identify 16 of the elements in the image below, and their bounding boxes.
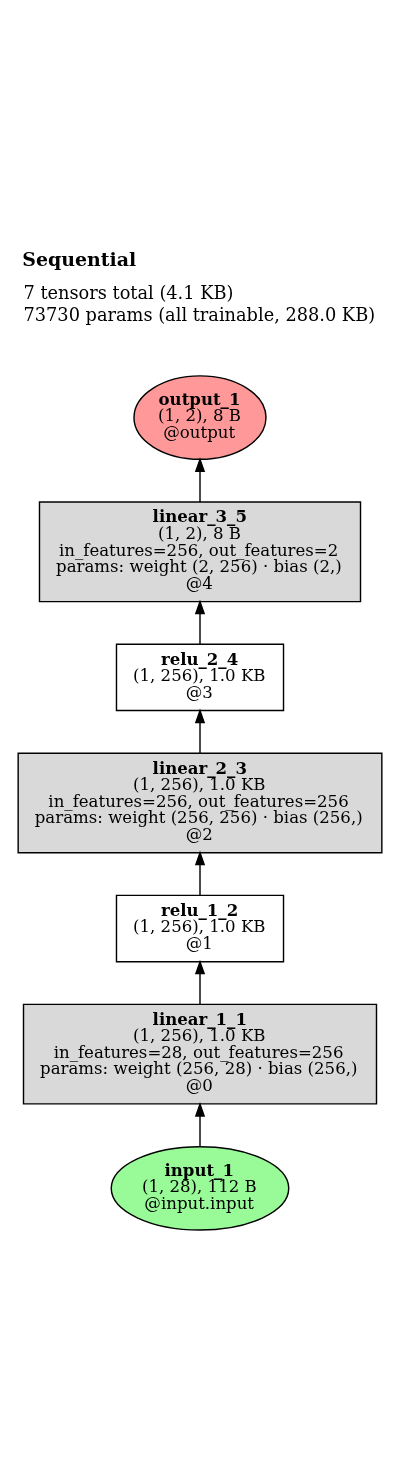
- node-box: linear_1_1 (1, 256), 1.0 KB in_features=28, out_features=256 params: weight (256, 28) · bias (256,) @0: [22, 1003, 378, 1105]
- node-box: linear_3_5 (1, 2), 8 B in_features=256, out_features=2 params: weight (2, 256) · bias (2,) @4: [38, 500, 362, 602]
- arrow: [194, 850, 206, 896]
- arrow: [194, 599, 206, 645]
- arrow: [194, 456, 206, 503]
- arrow: [194, 1101, 206, 1147]
- node-box: relu_1_2 (1, 256), 1.0 KB @1: [115, 894, 285, 962]
- label: 73730 params (all trainable, 288.0 KB): [23, 304, 376, 325]
- node-ellipse: input_1 (1, 28), 112 B @input.input: [110, 1145, 290, 1231]
- node-box: linear_2_3 (1, 256), 1.0 KB in_features=256, out_features=256 params: weight (256, 256) · bias (256,) @2: [17, 752, 383, 853]
- arrow: [194, 959, 206, 1005]
- diagram-title: Sequential: [22, 247, 137, 270]
- node-box: relu_2_4 (1, 256), 1.0 KB @3: [115, 643, 285, 711]
- arrow: [194, 708, 206, 754]
- label: 7 tensors total (4.1 KB): [23, 282, 234, 303]
- node-ellipse: output_1 (1, 2), 8 B @output: [133, 374, 267, 460]
